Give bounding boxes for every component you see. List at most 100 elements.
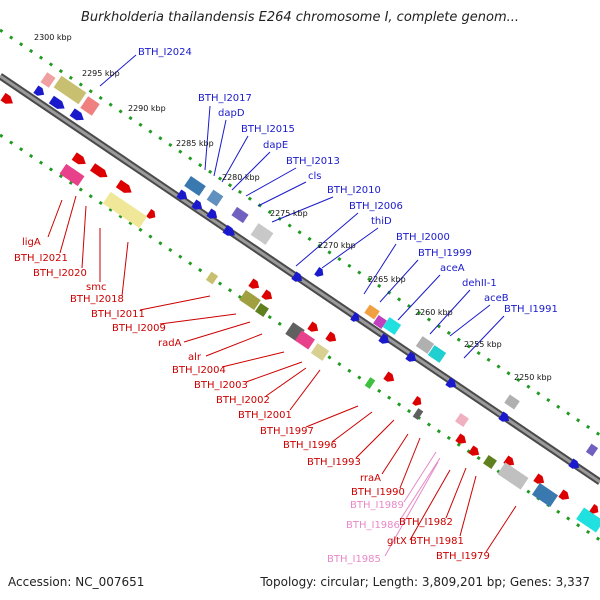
gene-label[interactable]: BTH_I1996 xyxy=(283,440,337,451)
forward-gene-arrow[interactable] xyxy=(176,189,189,202)
gene-label[interactable]: BTH_I2017 xyxy=(198,93,252,104)
forward-gene-arrow[interactable] xyxy=(291,271,304,284)
gene-label[interactable]: gltX xyxy=(387,536,407,547)
gene-label[interactable]: dehII-1 xyxy=(462,278,497,289)
forward-gene-arrow[interactable] xyxy=(445,377,458,390)
forward-gene-arrow[interactable] xyxy=(191,199,204,212)
gene-label[interactable]: BTH_I1979 xyxy=(436,551,490,562)
reverse-gene-arrow[interactable] xyxy=(0,92,16,107)
gene-label[interactable]: BTH_I2021 xyxy=(14,253,68,264)
gene-feature-block[interactable] xyxy=(80,96,100,116)
gene-label[interactable]: BTH_I2020 xyxy=(33,268,87,279)
reverse-gene-arrow[interactable] xyxy=(412,396,424,408)
gene-label[interactable]: BTH_I2004 xyxy=(172,365,226,376)
gene-label[interactable]: BTH_I2011 xyxy=(91,309,145,320)
gene-feature-block[interactable] xyxy=(483,455,497,469)
forward-gene-arrow[interactable] xyxy=(498,411,511,424)
forward-gene-arrow[interactable] xyxy=(69,108,87,123)
gene-feature-block[interactable] xyxy=(504,394,520,410)
gene-label[interactable]: rraA xyxy=(360,473,381,484)
forward-gene-arrow[interactable] xyxy=(33,85,46,98)
gene-label[interactable]: cls xyxy=(308,171,322,182)
forward-gene-arrow[interactable] xyxy=(405,351,418,364)
forward-gene-arrow[interactable] xyxy=(48,95,67,112)
gene-label[interactable]: BTH_I1999 xyxy=(418,248,472,259)
gene-feature-block[interactable] xyxy=(184,175,206,197)
gene-label[interactable]: dapE xyxy=(263,140,288,151)
forward-gene-arrow[interactable] xyxy=(222,224,238,239)
gene-label[interactable]: BTH_I2000 xyxy=(396,232,450,243)
gene-label[interactable]: BTH_I2010 xyxy=(327,185,381,196)
gene-feature-block[interactable] xyxy=(250,223,274,245)
gene-label[interactable]: BTH_I1993 xyxy=(307,457,361,468)
forward-gene-arrow[interactable] xyxy=(350,312,362,324)
gene-label[interactable]: ligA xyxy=(22,237,41,248)
gene-label[interactable]: BTH_I1986 xyxy=(346,520,400,531)
gene-label[interactable]: alr xyxy=(188,352,202,363)
gene-label[interactable]: aceB xyxy=(484,293,509,304)
gene-feature-block[interactable] xyxy=(531,483,559,507)
reverse-gene-arrow[interactable] xyxy=(90,163,110,181)
gene-feature-block[interactable] xyxy=(415,336,435,354)
gene-feature-block[interactable] xyxy=(497,462,529,490)
gene-feature-block[interactable] xyxy=(59,163,85,187)
gene-feature-block[interactable] xyxy=(231,206,249,224)
gene-label[interactable]: BTH_I1985 xyxy=(327,554,381,565)
gene-label[interactable]: BTH_I1991 xyxy=(504,304,558,315)
reverse-gene-arrow[interactable] xyxy=(455,433,468,446)
reverse-gene-arrow[interactable] xyxy=(468,445,481,458)
gene-label[interactable]: BTH_I2002 xyxy=(216,395,270,406)
gene-feature-block[interactable] xyxy=(364,304,380,320)
gene-label[interactable]: BTH_I2009 xyxy=(112,323,166,334)
gene-label[interactable]: BTH_I1997 xyxy=(260,426,314,437)
gene-feature-block[interactable] xyxy=(455,413,469,427)
gene-feature-block[interactable] xyxy=(205,271,219,285)
gene-label[interactable]: BTH_I2001 xyxy=(238,410,292,421)
gene-feature-block[interactable] xyxy=(585,443,599,457)
gene-feature-block[interactable] xyxy=(206,189,224,207)
forward-gene-arrow[interactable] xyxy=(568,458,581,471)
gene-label[interactable]: BTH_I2006 xyxy=(349,201,403,212)
reverse-gene-arrow[interactable] xyxy=(248,278,261,291)
reverse-gene-arrow[interactable] xyxy=(307,321,320,334)
gene-feature-block[interactable] xyxy=(412,408,424,420)
gene-feature-block[interactable] xyxy=(295,330,315,350)
gene-label[interactable]: BTH_I2015 xyxy=(241,124,295,135)
reverse-gene-arrow[interactable] xyxy=(261,289,274,302)
gene-label[interactable]: BTH_I2024 xyxy=(138,47,192,58)
gene-feature-block[interactable] xyxy=(310,343,330,361)
gene-label[interactable]: BTH_I1989 xyxy=(350,500,404,511)
reverse-gene-arrow[interactable] xyxy=(383,371,396,384)
gene-label[interactable]: dapD xyxy=(218,108,245,119)
gene-label[interactable]: radA xyxy=(158,338,182,349)
reverse-gene-arrow[interactable] xyxy=(533,473,546,486)
gene-feature-block[interactable] xyxy=(427,345,447,363)
reverse-gene-arrow[interactable] xyxy=(558,489,571,502)
gene-label[interactable]: BTH_I2018 xyxy=(70,294,124,305)
gene-feature-block[interactable] xyxy=(40,72,56,88)
gene-label[interactable]: BTH_I2003 xyxy=(194,380,248,391)
gene-feature-block[interactable] xyxy=(373,315,387,329)
reverse-gene-arrow[interactable] xyxy=(589,504,600,516)
gene-feature-block[interactable] xyxy=(364,377,376,389)
gene-label[interactable]: BTH_I2013 xyxy=(286,156,340,167)
gene-label[interactable]: BTH_I1982 xyxy=(399,517,453,528)
gene-label[interactable]: aceA xyxy=(440,263,465,274)
gene-feature-block[interactable] xyxy=(239,289,261,311)
gene-label[interactable]: BTH_I1981 xyxy=(410,536,464,547)
gene-label[interactable]: BTH_I1990 xyxy=(351,487,405,498)
reverse-gene-arrow[interactable] xyxy=(115,179,134,196)
gene-feature-block[interactable] xyxy=(53,75,87,105)
gene-label[interactable]: thiD xyxy=(371,216,392,227)
forward-gene-arrow[interactable] xyxy=(314,267,326,279)
gene-feature-block[interactable] xyxy=(255,303,269,317)
gene-feature-block[interactable] xyxy=(576,507,600,533)
gene-label[interactable]: smc xyxy=(86,282,106,293)
forward-gene-arrow[interactable] xyxy=(206,208,219,221)
gene-feature-block[interactable] xyxy=(382,317,402,335)
reverse-gene-arrow[interactable] xyxy=(71,152,89,167)
gene-feature-block[interactable] xyxy=(102,191,148,229)
forward-gene-arrow[interactable] xyxy=(378,333,391,346)
reverse-gene-arrow[interactable] xyxy=(325,331,338,344)
reverse-gene-arrow[interactable] xyxy=(146,209,158,221)
